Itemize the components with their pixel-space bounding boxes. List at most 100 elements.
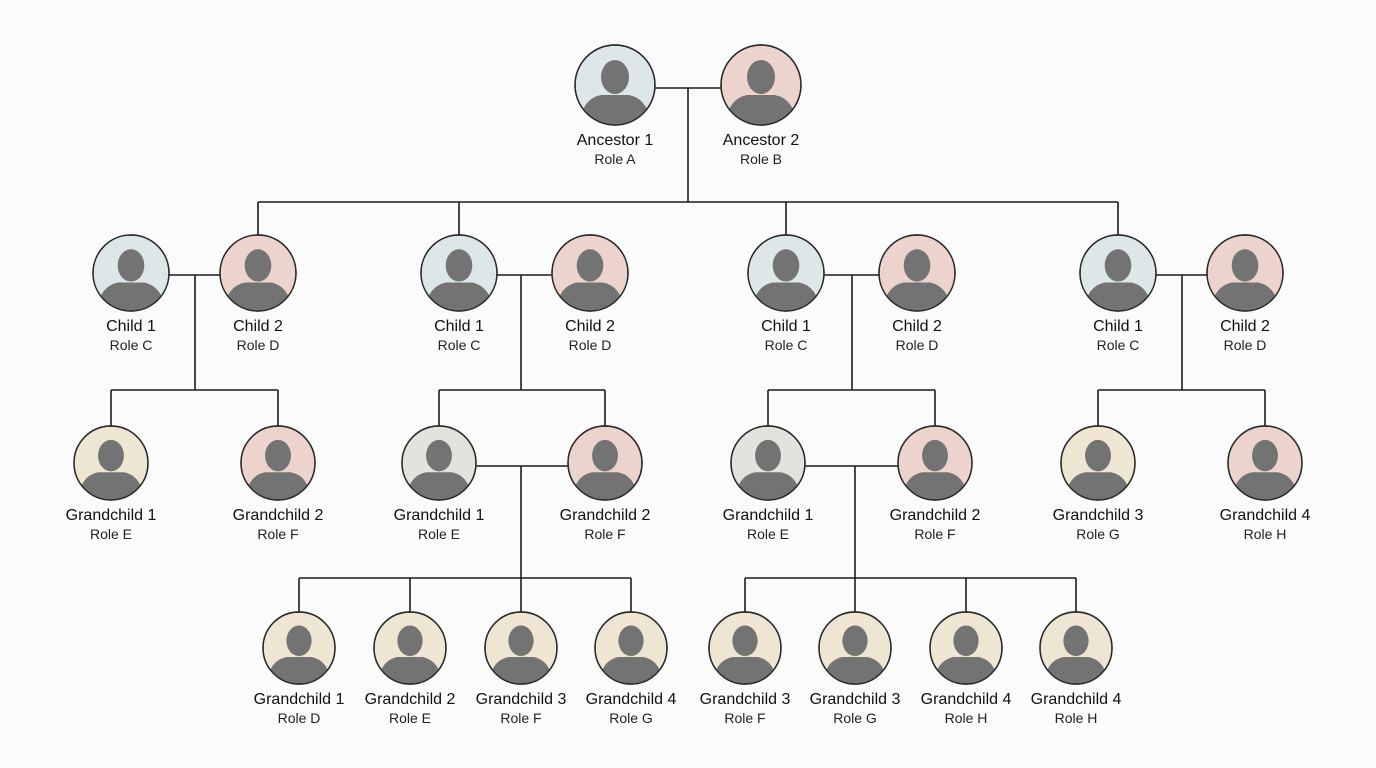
person-node: Grandchild 1 Role E (394, 425, 485, 542)
person-silhouette-icon (1083, 249, 1153, 311)
person-name: Grandchild 4 (1031, 691, 1122, 708)
person-name: Child 1 (106, 318, 156, 335)
person-role: Role B (740, 151, 782, 167)
person-silhouette-icon (725, 60, 797, 125)
person-node: Child 1 Role C (747, 234, 825, 353)
person-role: Role D (569, 337, 612, 353)
person-silhouette-icon (734, 439, 802, 500)
person-node: Child 1 Role C (1079, 234, 1157, 353)
person-role: Role C (765, 337, 808, 353)
person-silhouette-icon (751, 249, 821, 311)
person-silhouette-icon (579, 60, 651, 125)
person-role: Role E (389, 710, 431, 726)
person-silhouette-icon (77, 439, 145, 500)
person-role: Role D (237, 337, 280, 353)
person-node: Child 2 Role D (878, 234, 956, 353)
person-silhouette-icon (266, 625, 332, 684)
person-role: Role G (1076, 526, 1120, 542)
person-role: Role E (418, 526, 460, 542)
person-name: Grandchild 3 (1053, 507, 1144, 524)
person-silhouette-icon (571, 439, 639, 500)
person-silhouette-icon (882, 249, 952, 311)
person-node: Grandchild 2 Role F (560, 425, 651, 542)
person-name: Grandchild 2 (233, 507, 324, 524)
person-role: Role F (914, 526, 955, 542)
person-silhouette-icon (424, 249, 494, 311)
person-silhouette-icon (244, 439, 312, 500)
person-role: Role F (584, 526, 625, 542)
person-silhouette-icon (1231, 439, 1299, 500)
person-name: Grandchild 2 (365, 691, 456, 708)
person-name: Grandchild 4 (1220, 507, 1311, 524)
person-role: Role E (747, 526, 789, 542)
person-node: Grandchild 4 Role G (586, 611, 677, 726)
person-node: Child 1 Role C (420, 234, 498, 353)
person-node: Ancestor 2 Role B (720, 44, 802, 167)
person-node: Grandchild 3 Role G (1053, 425, 1144, 542)
person-silhouette-icon (488, 625, 554, 684)
person-node: Grandchild 4 Role H (1220, 425, 1311, 542)
person-node: Grandchild 3 Role G (810, 611, 901, 726)
person-name: Grandchild 1 (254, 691, 345, 708)
person-node: Grandchild 3 Role F (700, 611, 791, 726)
person-silhouette-icon (377, 625, 443, 684)
person-silhouette-icon (901, 439, 969, 500)
person-silhouette-icon (712, 625, 778, 684)
person-role: Role H (1244, 526, 1287, 542)
person-node: Grandchild 2 Role E (365, 611, 456, 726)
person-role: Role G (833, 710, 877, 726)
person-name: Grandchild 3 (700, 691, 791, 708)
person-name: Grandchild 1 (394, 507, 485, 524)
person-name: Grandchild 3 (810, 691, 901, 708)
connector-lines (110, 87, 1266, 612)
person-role: Role C (1097, 337, 1140, 353)
person-role: Role F (724, 710, 765, 726)
person-node: Grandchild 2 Role F (233, 425, 324, 542)
person-silhouette-icon (933, 625, 999, 684)
person-name: Grandchild 2 (560, 507, 651, 524)
person-node: Child 1 Role C (92, 234, 170, 353)
person-silhouette-icon (598, 625, 664, 684)
person-silhouette-icon (1043, 625, 1109, 684)
person-name: Grandchild 2 (890, 507, 981, 524)
person-node: Child 2 Role D (219, 234, 297, 353)
person-role: Role C (438, 337, 481, 353)
person-role: Role F (257, 526, 298, 542)
person-role: Role H (1055, 710, 1098, 726)
person-role: Role D (1224, 337, 1267, 353)
person-name: Child 2 (1220, 318, 1270, 335)
person-name: Grandchild 4 (921, 691, 1012, 708)
person-name: Child 2 (892, 318, 942, 335)
person-node: Grandchild 4 Role H (1031, 611, 1122, 726)
person-name: Ancestor 2 (723, 132, 800, 149)
person-silhouette-icon (1064, 439, 1132, 500)
person-node: Grandchild 4 Role H (921, 611, 1012, 726)
person-name: Child 2 (233, 318, 283, 335)
person-node: Child 2 Role D (1206, 234, 1284, 353)
person-name: Ancestor 1 (577, 132, 654, 149)
person-name: Grandchild 1 (66, 507, 157, 524)
person-name: Grandchild 1 (723, 507, 814, 524)
person-role: Role H (945, 710, 988, 726)
person-silhouette-icon (96, 249, 166, 311)
person-name: Child 1 (761, 318, 811, 335)
person-name: Child 1 (434, 318, 484, 335)
person-role: Role E (90, 526, 132, 542)
person-role: Role D (896, 337, 939, 353)
person-node: Grandchild 2 Role F (890, 425, 981, 542)
person-role: Role C (110, 337, 153, 353)
person-silhouette-icon (1210, 249, 1280, 311)
person-role: Role F (500, 710, 541, 726)
person-name: Child 1 (1093, 318, 1143, 335)
person-role: Role G (609, 710, 653, 726)
person-silhouette-icon (223, 249, 293, 311)
person-name: Grandchild 4 (586, 691, 677, 708)
person-silhouette-icon (555, 249, 625, 311)
person-node: Grandchild 1 Role E (723, 425, 814, 542)
